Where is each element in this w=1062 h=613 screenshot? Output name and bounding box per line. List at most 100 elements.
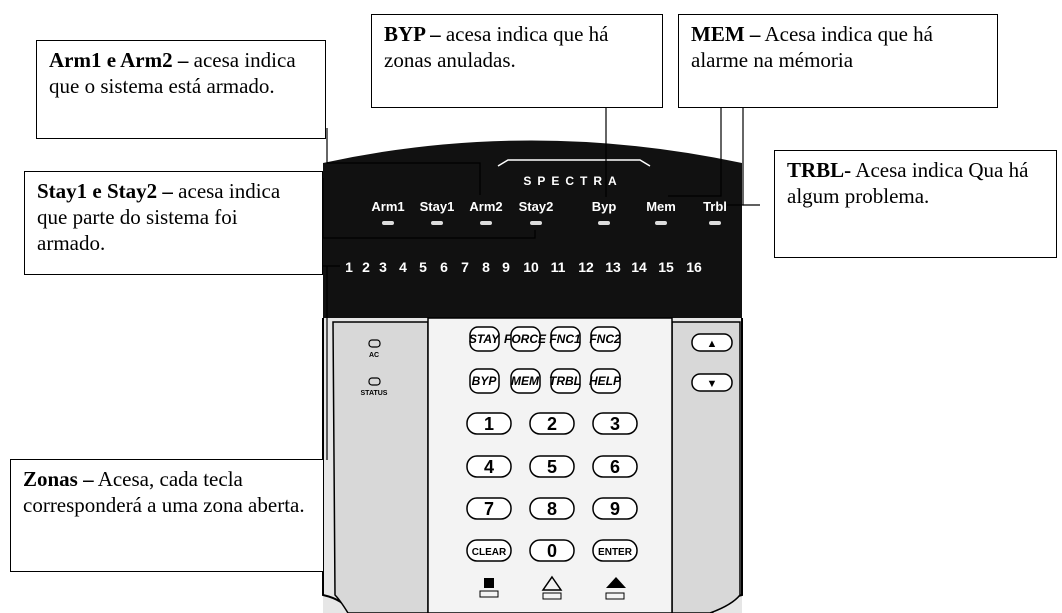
key-0[interactable]: 0 (529, 539, 575, 562)
indicator-leds (382, 221, 721, 225)
zone-14: 14 (631, 259, 647, 275)
status-led: STATUS (361, 377, 388, 397)
right-side-panel (671, 321, 741, 613)
callout-byp: BYP – acesa indica que há zonas anuladas… (371, 14, 663, 108)
zone-15: 15 (658, 259, 674, 275)
zone-11: 11 (551, 259, 566, 275)
svg-text:0: 0 (547, 541, 557, 561)
svg-text:6: 6 (610, 457, 620, 477)
zone-1: 1 (345, 259, 353, 275)
indicator-stay1: Stay1 (420, 199, 455, 214)
fnc2-key[interactable]: FNC2 (589, 326, 621, 352)
svg-text:8: 8 (547, 499, 557, 519)
indicator-trbl: Trbl (703, 199, 727, 214)
callout-trbl: TRBL- Acesa indica Qua há algum problema… (774, 150, 1057, 258)
force-key[interactable]: FORCE (504, 326, 547, 352)
stay-key[interactable]: STAY (469, 326, 500, 352)
indicator-stay2: Stay2 (519, 199, 554, 214)
indicator-byp: Byp (592, 199, 617, 214)
key-8[interactable]: 8 (529, 497, 575, 520)
key-4[interactable]: 4 (466, 455, 512, 478)
callout-stay-text: acesa indica que parte do sistema foi ar… (37, 179, 281, 255)
key-9[interactable]: 9 (592, 497, 638, 520)
svg-text:MEM: MEM (511, 374, 540, 388)
arrow-down-button[interactable]: ▼ (691, 373, 733, 392)
number-keys: 1 2 3 4 5 6 7 8 9 CLEAR 0 ENTER (466, 412, 638, 562)
fnc1-key[interactable]: FNC1 (549, 326, 581, 352)
callout-zonas: Zonas – Acesa, cada tecla corresponderá … (10, 459, 324, 572)
callout-arm-text: acesa indica que o sistema está armado. (49, 48, 296, 98)
svg-text:ENTER: ENTER (598, 547, 633, 558)
svg-text:FNC1: FNC1 (549, 332, 581, 346)
key-1[interactable]: 1 (466, 412, 512, 435)
zone-5: 5 (419, 259, 427, 275)
indicator-labels: Arm1 Stay1 Arm2 Stay2 Byp Mem Trbl (371, 199, 727, 214)
arrow-up-button[interactable]: ▲ (691, 333, 733, 352)
police-panic-icon[interactable] (479, 578, 499, 598)
callout-mem-title: MEM – (691, 22, 761, 46)
callout-byp-text: acesa indica que há zonas anuladas. (384, 22, 609, 72)
svg-text:5: 5 (547, 457, 557, 477)
key-3[interactable]: 3 (592, 412, 638, 435)
svg-text:FNC2: FNC2 (589, 332, 621, 346)
help-key[interactable]: HELP (589, 368, 622, 394)
svg-text:BYP: BYP (472, 374, 498, 388)
panic-icons (479, 575, 626, 600)
clear-key[interactable]: CLEAR (466, 539, 512, 562)
svg-text:STATUS: STATUS (361, 390, 388, 397)
callout-byp-title: BYP – (384, 22, 441, 46)
brand-logo-text: SPECTRA (523, 174, 622, 188)
zone-16: 16 (686, 259, 702, 275)
indicator-mem: Mem (646, 199, 676, 214)
key-2[interactable]: 2 (529, 412, 575, 435)
key-5[interactable]: 5 (529, 455, 575, 478)
function-keys: STAY FORCE FNC1 FNC2 BYP MEM TRBL HELP (469, 326, 622, 394)
zone-3: 3 (379, 259, 387, 275)
zone-8: 8 (482, 259, 490, 275)
svg-text:CLEAR: CLEAR (472, 547, 507, 558)
callout-trbl-title: TRBL- (787, 158, 852, 182)
left-side-panel (332, 321, 429, 613)
callout-stay: Stay1 e Stay2 – acesa indica que parte d… (24, 171, 323, 275)
callout-arm-title: Arm1 e Arm2 – (49, 48, 189, 72)
zone-9: 9 (502, 259, 510, 275)
zone-4: 4 (399, 259, 407, 275)
callout-zonas-title: Zonas – (23, 467, 94, 491)
indicator-arm2: Arm2 (469, 199, 502, 214)
mem-key[interactable]: MEM (510, 368, 541, 394)
ac-led: AC (368, 339, 381, 359)
svg-text:4: 4 (484, 457, 494, 477)
svg-text:2: 2 (547, 414, 557, 434)
key-7[interactable]: 7 (466, 497, 512, 520)
indicator-arm1: Arm1 (371, 199, 404, 214)
fire-panic-icon[interactable] (605, 577, 626, 600)
leader-lines (322, 107, 760, 460)
zone-7: 7 (461, 259, 469, 275)
svg-text:3: 3 (610, 414, 620, 434)
svg-text:AC: AC (369, 352, 379, 359)
svg-text:FORCE: FORCE (504, 332, 547, 346)
zone-6: 6 (440, 259, 448, 275)
trbl-key[interactable]: TRBL (549, 368, 581, 394)
byp-key[interactable]: BYP (469, 368, 500, 394)
callout-mem: MEM – Acesa indica que há alarme na mémo… (678, 14, 998, 108)
svg-text:1: 1 (484, 414, 494, 434)
key-6[interactable]: 6 (592, 455, 638, 478)
zone-numbers: 1 2 3 4 5 6 7 8 9 10 11 12 13 14 15 16 (345, 259, 702, 275)
svg-text:7: 7 (484, 499, 494, 519)
enter-key[interactable]: ENTER (592, 539, 638, 562)
callout-mem-text: Acesa indica que há alarme na mémoria (691, 22, 933, 72)
zone-13: 13 (605, 259, 621, 275)
svg-text:HELP: HELP (589, 374, 622, 388)
callout-stay-title: Stay1 e Stay2 – (37, 179, 173, 203)
svg-text:▼: ▼ (707, 378, 718, 390)
callout-trbl-text: Acesa indica Qua há algum problema. (787, 158, 1029, 208)
keypad-display-panel (323, 140, 742, 318)
medical-panic-icon[interactable] (541, 575, 563, 600)
callout-zonas-text: Acesa, cada tecla corresponderá a uma zo… (23, 467, 305, 517)
zone-12: 12 (578, 259, 594, 275)
svg-text:STAY: STAY (469, 332, 500, 346)
zone-2: 2 (362, 259, 370, 275)
zone-10: 10 (523, 259, 539, 275)
